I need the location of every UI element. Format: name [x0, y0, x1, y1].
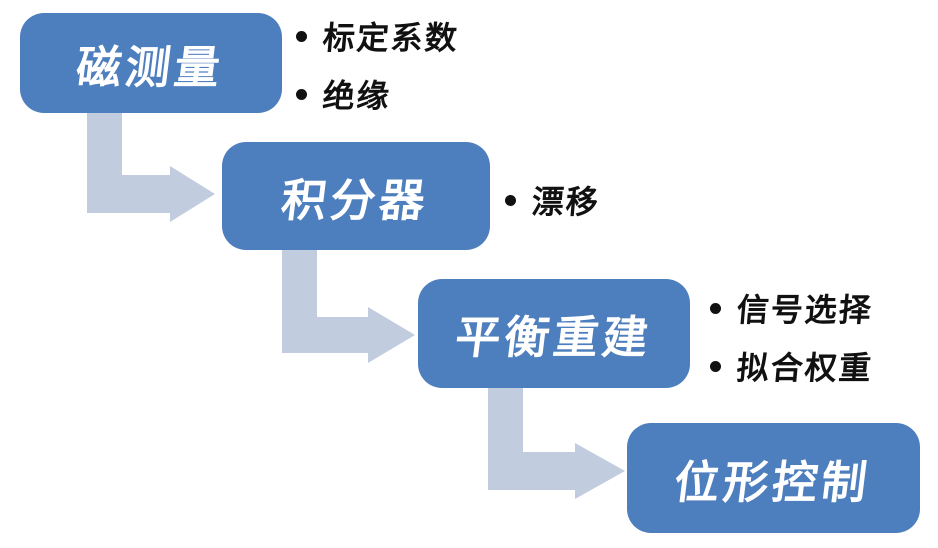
bullet-label: 信号选择 [735, 292, 875, 328]
elbow-arrow-down-right-icon [282, 250, 415, 363]
bullet-list-equilibrium-reconstruction: 信号选择 拟合权重 [710, 284, 875, 390]
bullet-label: 漂移 [530, 184, 602, 220]
flow-node-label: 磁测量 [73, 41, 228, 93]
bullet-list-magnetic-measurement: 标定系数 绝缘 [296, 12, 461, 118]
list-item: 漂移 [505, 176, 602, 224]
flow-node-label: 平衡重建 [452, 312, 655, 363]
elbow-arrow-down-right-icon [488, 388, 625, 499]
list-item: 绝缘 [296, 70, 459, 118]
bullet-label: 拟合权重 [735, 350, 875, 386]
bullet-icon [296, 30, 307, 42]
list-item: 信号选择 [710, 284, 875, 332]
elbow-arrow-down-right-icon [87, 113, 215, 222]
bullet-icon [296, 88, 307, 100]
flow-node-equilibrium-reconstruction: 平衡重建 [418, 279, 690, 388]
list-item: 拟合权重 [710, 342, 875, 390]
bullet-list-integrator: 漂移 [505, 176, 602, 224]
flow-node-label: 积分器 [278, 174, 433, 226]
flow-node-magnetic-measurement: 磁测量 [20, 13, 282, 113]
bullet-label: 标定系数 [321, 20, 461, 56]
bullet-icon [710, 360, 721, 372]
list-item: 标定系数 [296, 12, 461, 60]
bullet-icon [710, 302, 721, 314]
flow-node-integrator: 积分器 [222, 142, 490, 250]
bullet-label: 绝缘 [321, 78, 393, 114]
flow-node-label: 位形控制 [671, 456, 875, 508]
bullet-icon [505, 194, 516, 206]
flow-node-shape-control: 位形控制 [627, 423, 920, 533]
